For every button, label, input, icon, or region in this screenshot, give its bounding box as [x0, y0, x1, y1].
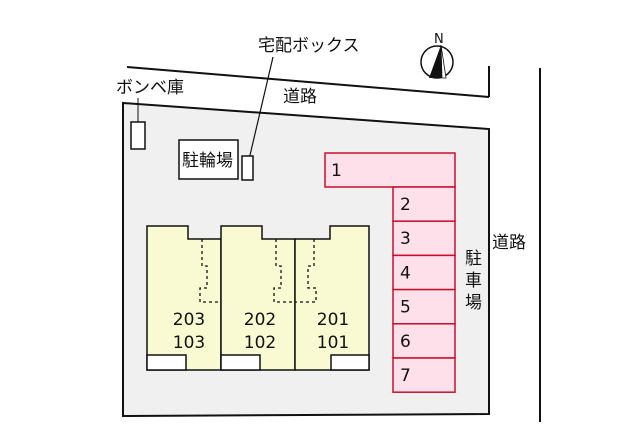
- balcony: [220, 354, 261, 371]
- parking-lot-label-1: 駐: [465, 249, 482, 269]
- compass-icon: N: [420, 32, 454, 79]
- parking-slot-number: 2: [400, 195, 411, 215]
- parking-slot-4: [392, 254, 456, 291]
- road-label-right: 道路: [492, 233, 526, 253]
- unit-201-101: [294, 225, 370, 371]
- unit-label-upper: 201: [317, 310, 349, 330]
- gas-storage-label: ボンベ庫: [116, 78, 184, 98]
- delivery-box-label: 宅配ボックス: [258, 36, 360, 56]
- parking-slot-number: 4: [400, 263, 411, 283]
- parking-lot-label-3: 場: [465, 293, 482, 313]
- unit-label-upper: 202: [244, 310, 276, 330]
- parking-lot-label-2: 車: [465, 271, 482, 291]
- parking-slot-number: 6: [400, 332, 411, 352]
- bicycle-parking-label: 駐輪場: [182, 151, 233, 171]
- parking-slot-number: 3: [400, 229, 411, 249]
- unit-label-lower: 101: [317, 333, 349, 353]
- parking-slot-1: [324, 152, 456, 188]
- unit-label-lower: 103: [173, 333, 205, 353]
- compass-north-label: N: [434, 32, 444, 47]
- unit-label-upper: 203: [173, 310, 205, 330]
- bicycle-parking: [178, 139, 239, 180]
- parking-slot-number: 7: [400, 366, 411, 386]
- balcony: [146, 354, 187, 371]
- parking-slot-2: [392, 186, 456, 222]
- delivery-box: [241, 155, 254, 181]
- balcony: [330, 354, 370, 371]
- parking-slot-number: 1: [331, 161, 342, 181]
- road-label-top: 道路: [283, 87, 317, 107]
- parking-slot-3: [392, 220, 456, 257]
- unit-label-lower: 102: [244, 333, 276, 353]
- parking-slot-7: [392, 357, 456, 393]
- stairs-outline: [199, 239, 317, 303]
- gas-storage: [130, 121, 146, 150]
- parking-slot-6: [392, 323, 456, 359]
- parking-lot: 1 2 3 4 5 6 7: [324, 152, 456, 393]
- road-edge-top: [126, 66, 490, 98]
- parking-slot-number: 5: [400, 298, 411, 318]
- parking-slot-5: [392, 288, 456, 325]
- building: 203 103 202 102 201 101: [146, 225, 370, 371]
